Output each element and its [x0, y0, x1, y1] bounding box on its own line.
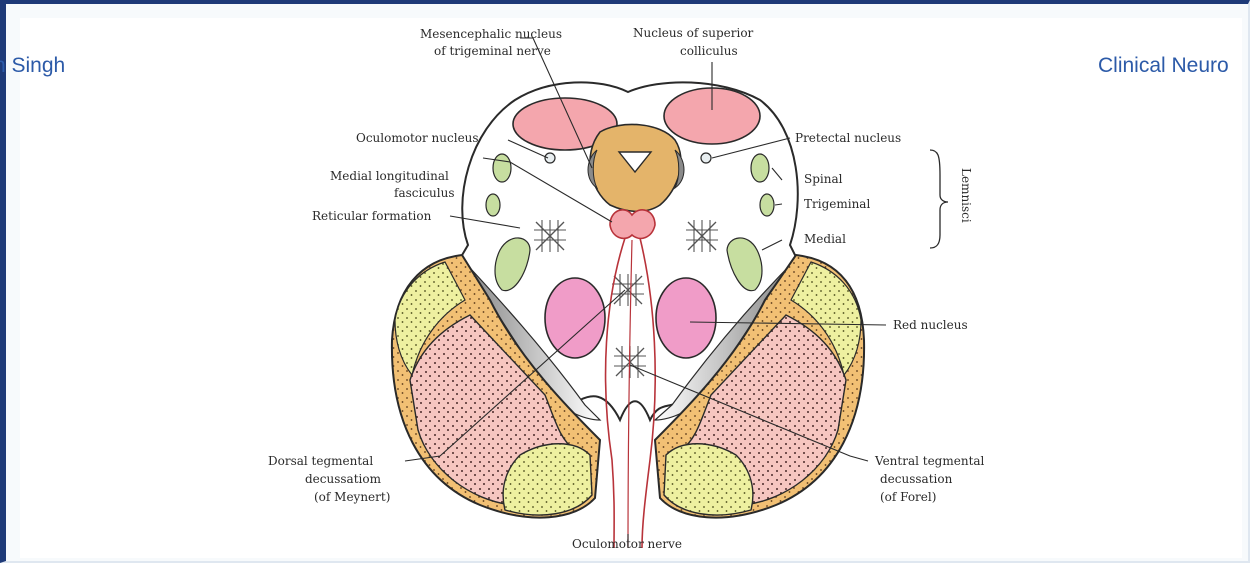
trigeminal-lemniscus-right: [760, 194, 774, 216]
label-spinal: Spinal: [804, 172, 843, 186]
label-superior-colliculus-2: colliculus: [680, 44, 738, 58]
label-mesencephalic-1: Mesencephalic nucleus: [420, 27, 562, 41]
oculomotor-nucleus: [610, 210, 655, 239]
trigeminal-lemniscus-left: [486, 194, 500, 216]
label-mesencephalic-2: of trigeminal nerve: [434, 44, 551, 58]
lemnisci-brace: [930, 150, 948, 248]
label-superior-colliculus-1: Nucleus of superior: [633, 26, 754, 40]
label-dorsal-3: (of Meynert): [314, 490, 390, 504]
label-oculomotor-nerve: Oculomotor nerve: [572, 537, 682, 551]
label-dorsal-1: Dorsal tegmental: [268, 454, 373, 468]
label-dorsal-2: decussatiom: [305, 472, 382, 486]
spinal-lemniscus-left: [493, 154, 511, 182]
red-nucleus-right: [656, 278, 716, 358]
label-ventral-1: Ventral tegmental: [874, 454, 985, 468]
label-mlf-1: Medial longitudinal: [330, 169, 449, 183]
label-ventral-3: (of Forel): [880, 490, 936, 504]
label-pretectal-nucleus: Pretectal nucleus: [795, 131, 901, 145]
label-mlf-2: fasciculus: [394, 186, 455, 200]
label-reticular-formation: Reticular formation: [312, 209, 432, 223]
label-oculomotor-nucleus: Oculomotor nucleus: [356, 131, 479, 145]
pretectal-nucleus-dot: [701, 153, 711, 163]
label-trigeminal: Trigeminal: [804, 197, 870, 211]
label-medial: Medial: [804, 232, 846, 246]
red-nucleus-left: [545, 278, 605, 358]
label-ventral-2: decussation: [880, 472, 953, 486]
label-lemnisci: Lemnisci: [959, 168, 973, 223]
spinal-lemniscus-right: [751, 154, 769, 182]
small-nucleus-left: [545, 153, 555, 163]
label-red-nucleus: Red nucleus: [893, 318, 968, 332]
